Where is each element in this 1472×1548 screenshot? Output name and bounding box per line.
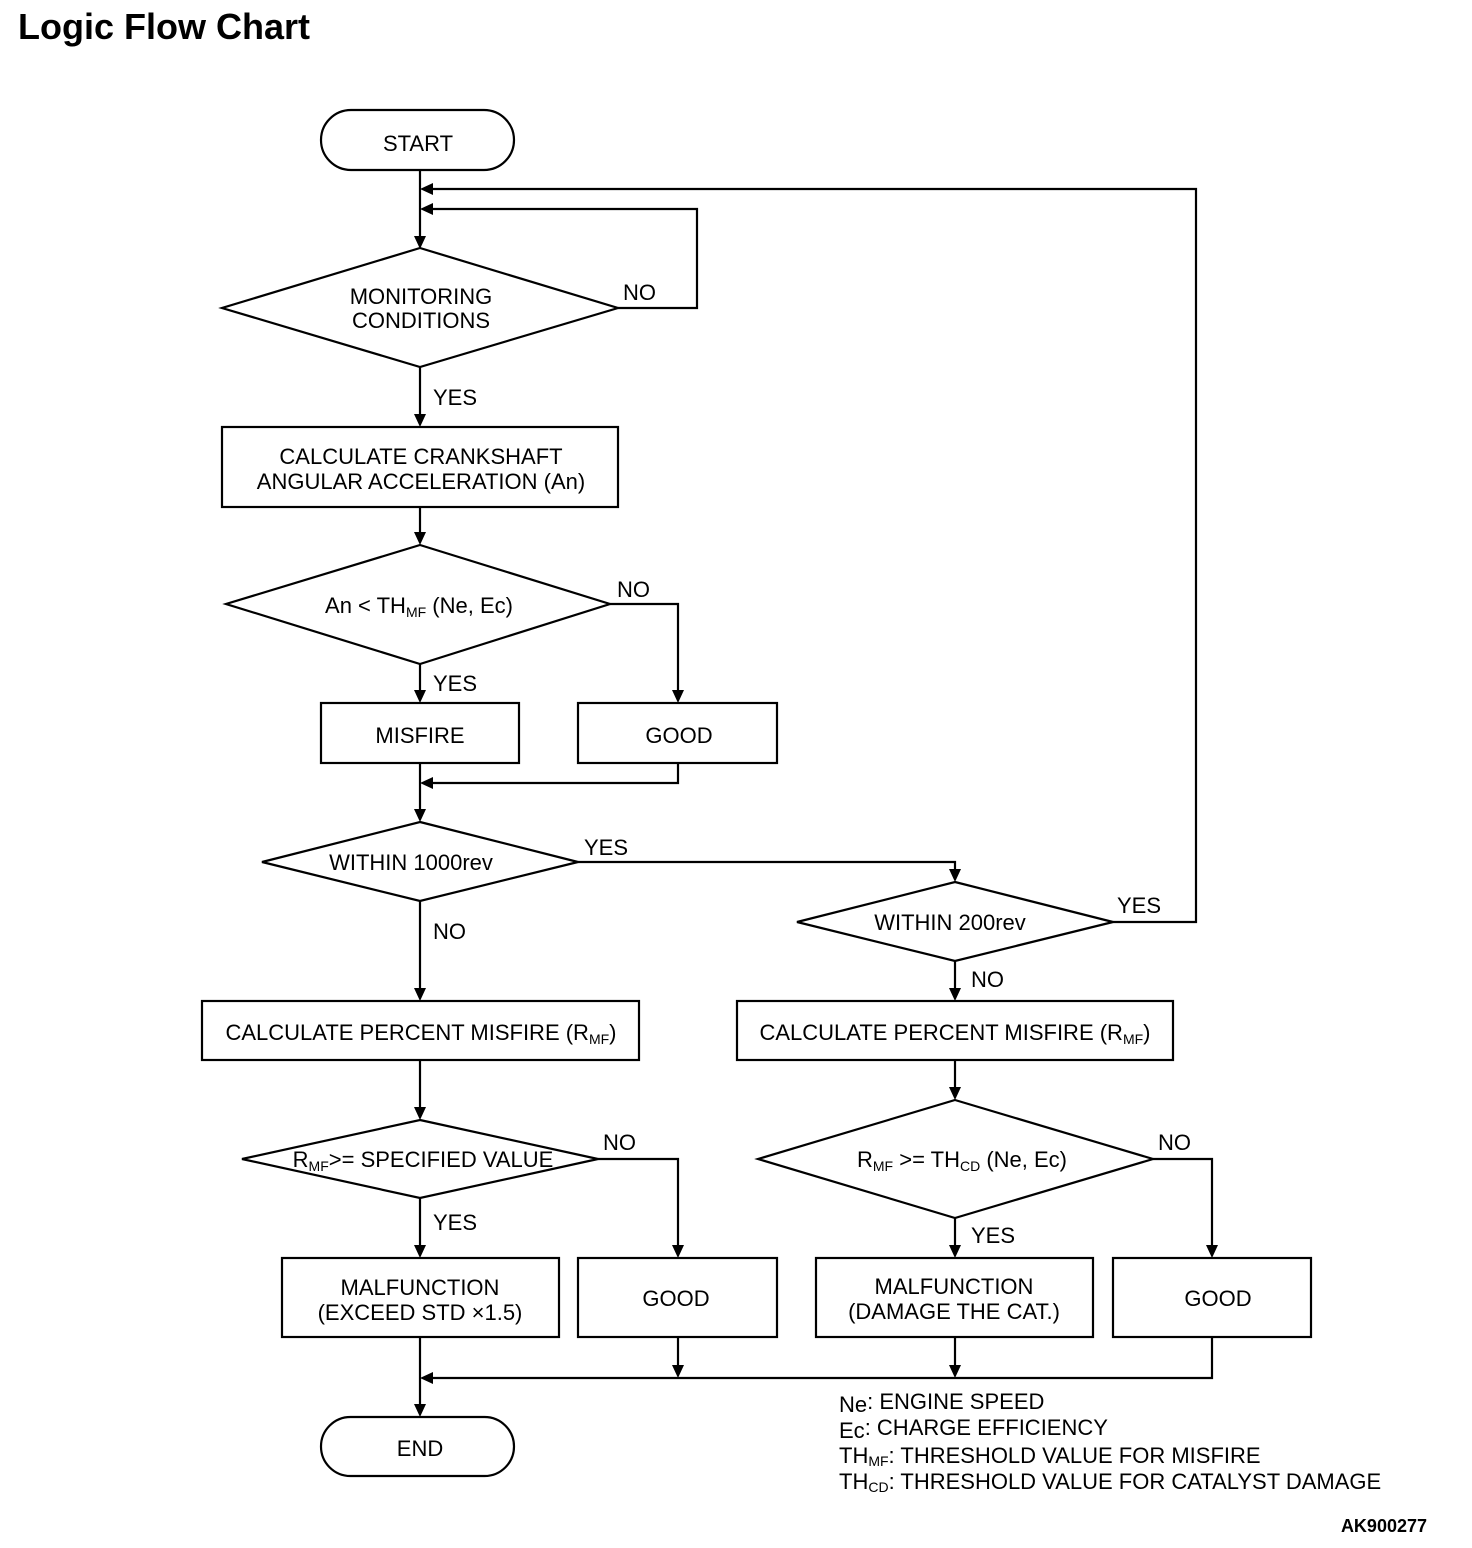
rmf-thcd-sub2: CD [960,1158,980,1174]
arrow-down [414,236,426,249]
connector-within200-yes-loop [430,187,1198,924]
arrow-down [672,690,684,703]
an-compare-label: An < THMF (Ne, Ec) [325,593,513,620]
an-compare-pre: An < TH [325,593,406,618]
calc-percent-left-post: ) [609,1020,616,1045]
legend-item: Ne: ENGINE SPEED [839,1389,1044,1417]
good-label-3: GOOD [1184,1286,1251,1311]
connector-rmfthcd-no [1153,1157,1214,1248]
rmf-specified-post: >= SPECIFIED VALUE [329,1147,554,1172]
arrow-down [949,1365,961,1378]
rmf-thcd-sub1: MF [873,1158,893,1174]
arrow-down [414,1404,426,1417]
arrow-down [414,690,426,703]
arrow-left [420,1372,433,1384]
good-label-1: GOOD [645,723,712,748]
arrow-down [949,988,961,1001]
calc-accel-label-line2: ANGULAR ACCELERATION (An) [257,469,585,494]
rmf-specified-sub: MF [309,1158,329,1174]
rmf-thcd-post: (Ne, Ec) [980,1147,1067,1172]
end-label: END [397,1436,443,1461]
malfunction-cat-process [814,1256,1095,1339]
legend: Ne: ENGINE SPEED Ec: CHARGE EFFICIENCY T… [839,1389,1381,1495]
calc-percent-right-pre: CALCULATE PERCENT MISFIRE (R [759,1020,1122,1045]
malfunction-std-line2: (EXCEED STD ×1.5) [318,1300,523,1325]
misfire-label: MISFIRE [375,723,464,748]
good-label-2: GOOD [642,1286,709,1311]
branch-label-yes: YES [433,671,477,696]
calc-percent-right-label: CALCULATE PERCENT MISFIRE (RMF) [759,1020,1150,1047]
branch-label-yes: YES [971,1223,1015,1248]
connector-good-merge [430,763,680,785]
branch-label-no: NO [971,967,1004,992]
arrowheads [414,183,1218,1417]
arrow-down [949,869,961,882]
branch-label-no: NO [623,280,656,305]
arrow-down [949,1087,961,1100]
arrow-left [420,777,433,789]
malfunction-std-process [280,1256,561,1339]
calc-percent-process-right [735,999,1175,1062]
branch-label-no: NO [603,1130,636,1155]
arrow-down [414,414,426,427]
rmf-thcd-pre: R [857,1147,873,1172]
arrow-down [672,1245,684,1258]
rmf-thcd-mid: >= TH [893,1147,960,1172]
arrow-down [414,1107,426,1120]
arrow-down [1206,1245,1218,1258]
calc-percent-process-left [200,999,641,1062]
arrow-down [414,809,426,822]
legend-item: THMF: THRESHOLD VALUE FOR MISFIRE [839,1443,1261,1469]
good-process-2 [576,1256,779,1339]
branch-label-yes: YES [433,385,477,410]
arrow-down [414,532,426,545]
malfunction-cat-line1: MALFUNCTION [875,1274,1034,1299]
connector-ancompare-good [610,602,680,693]
an-compare-sub: MF [406,604,426,620]
rmf-thcd-label: RMF >= THCD (Ne, Ec) [857,1147,1067,1174]
branch-label-yes: YES [1117,893,1161,918]
calc-percent-left-pre: CALCULATE PERCENT MISFIRE (R [225,1020,588,1045]
end-terminal [319,1415,516,1478]
branch-label-no: NO [617,577,650,602]
monitoring-label-line2: CONDITIONS [352,308,490,333]
malfunction-cat-line2: (DAMAGE THE CAT.) [848,1299,1060,1324]
start-terminal [319,108,516,172]
within-1000-label: WITHIN 1000rev [329,850,493,875]
branch-label-no: NO [433,919,466,944]
legend-item: Ec: CHARGE EFFICIENCY [839,1415,1108,1443]
branch-label-yes: YES [433,1210,477,1235]
an-compare-post: (Ne, Ec) [426,593,513,618]
calc-accel-label-line1: CALCULATE CRANKSHAFT [279,444,562,469]
calc-accel-process [220,425,620,509]
legend-item: THCD: THRESHOLD VALUE FOR CATALYST DAMAG… [839,1469,1381,1495]
arrow-down [949,1245,961,1258]
connector-bottom-merge [430,1337,1214,1380]
within-200-label: WITHIN 200rev [874,910,1026,935]
arrow-left [420,183,433,195]
calc-percent-left-label: CALCULATE PERCENT MISFIRE (RMF) [225,1020,616,1047]
connectors [418,170,1214,1407]
arrow-down [672,1365,684,1378]
malfunction-std-line1: MALFUNCTION [341,1275,500,1300]
rmf-specified-pre: R [293,1147,309,1172]
connector-rmfspec-no [598,1157,680,1248]
figure-code: AK900277 [1341,1516,1427,1536]
branch-label-no: NO [1158,1130,1191,1155]
calc-percent-left-sub: MF [589,1031,609,1047]
monitoring-label-line1: MONITORING [350,284,493,309]
connector-within1000-yes [578,860,957,872]
connector-monitoring-no-loop [430,207,699,310]
page-title: Logic Flow Chart [18,6,310,47]
arrow-down [414,988,426,1001]
calc-percent-right-sub: MF [1123,1031,1143,1047]
branch-label-yes: YES [584,835,628,860]
rmf-specified-label: RMF>= SPECIFIED VALUE [293,1147,554,1174]
arrow-down [414,1245,426,1258]
calc-percent-right-post: ) [1143,1020,1150,1045]
arrow-left [420,203,433,215]
start-label: START [383,131,453,156]
